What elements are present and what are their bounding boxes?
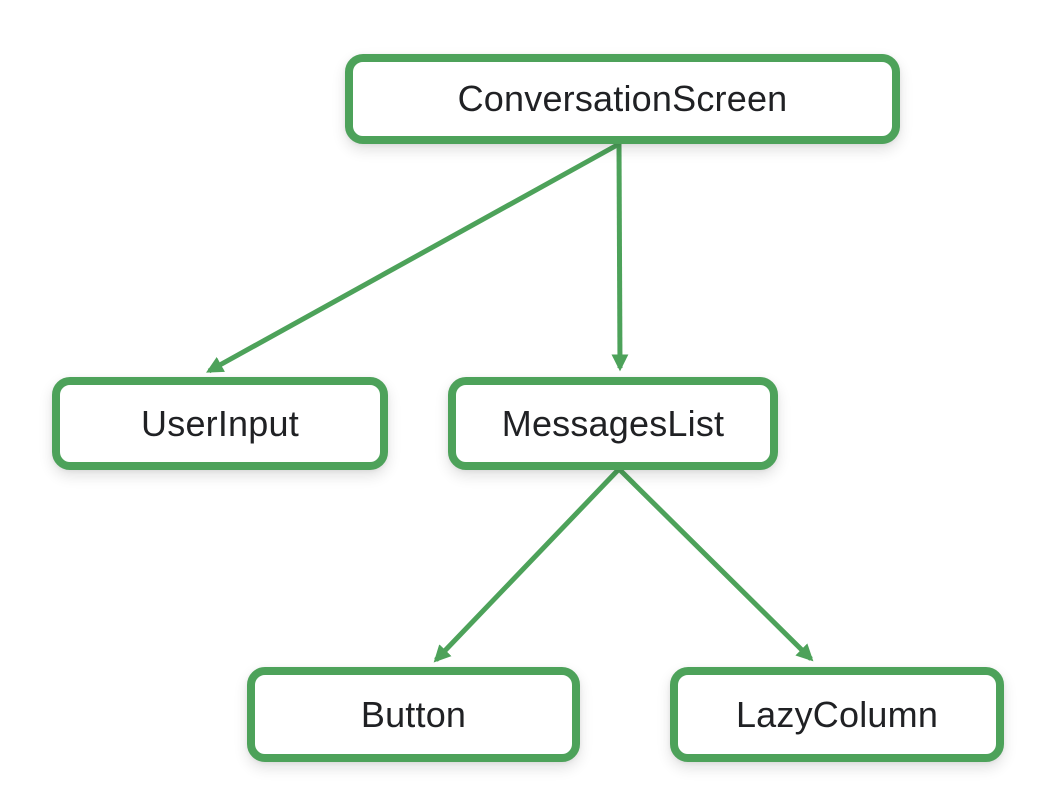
node-lazycolumn: LazyColumn <box>670 667 1004 762</box>
node-messageslist: MessagesList <box>448 377 778 470</box>
node-conversationscreen-label: ConversationScreen <box>457 78 788 119</box>
node-button: Button <box>247 667 580 762</box>
edge-messageslist-button <box>433 467 621 663</box>
edge-conversationscreen-messageslist <box>611 143 629 372</box>
node-userinput-label: UserInput <box>141 402 299 444</box>
node-button-label: Button <box>360 693 467 735</box>
node-lazycolumn-label: LazyColumn <box>735 693 939 735</box>
edge-messageslist-lazycolumn <box>617 467 814 662</box>
node-messageslist-label: MessagesList <box>501 402 725 444</box>
edge-conversationscreen-userinput <box>206 141 621 374</box>
node-userinput: UserInput <box>52 377 388 470</box>
node-conversationscreen: ConversationScreen <box>345 54 900 144</box>
